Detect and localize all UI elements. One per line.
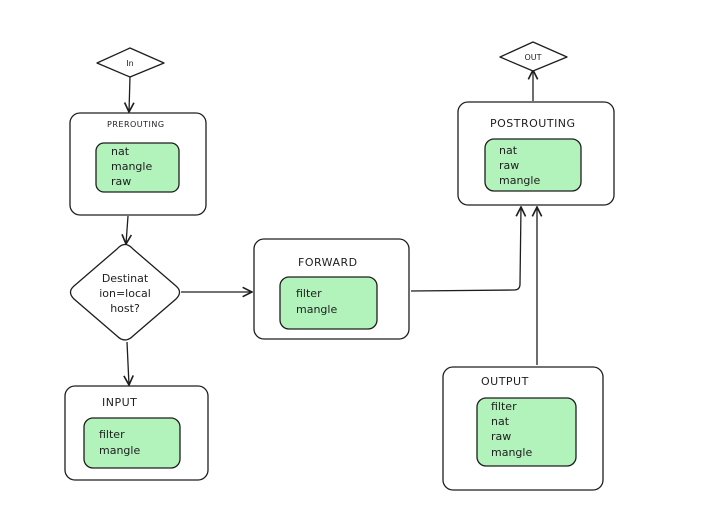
tables-box (279, 276, 378, 330)
tables-box (83, 417, 181, 469)
table-label: raw (491, 430, 511, 443)
chain-title: POSTROUTING (490, 117, 576, 130)
table-label: nat (491, 415, 510, 428)
arrow-prerouting-to-decision (126, 215, 128, 244)
decision-line-3: host? (110, 302, 140, 315)
table-label: mangle (99, 444, 140, 457)
tables-box (476, 397, 577, 467)
chain-title: FORWARD (298, 256, 358, 269)
table-label: mangle (111, 160, 152, 173)
table-label: mangle (296, 303, 337, 316)
table-label: filter (296, 287, 322, 300)
chain-forward: FORWARD filter mangle (253, 238, 410, 340)
arrow-decision-to-input (127, 341, 129, 385)
end-terminal: OUT (499, 41, 568, 72)
start-terminal-label: In (126, 59, 133, 68)
chain-title: PREROUTING (107, 120, 165, 129)
tables-box (484, 138, 582, 192)
decision-line-1: Destinat (102, 272, 149, 285)
chain-title: INPUT (102, 396, 137, 409)
table-label: mangle (499, 174, 540, 187)
arrow-forward-to-postrouting (410, 207, 521, 292)
table-label: mangle (491, 446, 532, 459)
end-terminal-shape (499, 41, 568, 72)
table-label: raw (499, 159, 519, 172)
start-terminal: In (96, 47, 165, 78)
chain-output: OUTPUT filter nat raw mangle (442, 366, 604, 491)
decision-shape (69, 243, 181, 341)
table-label: nat (111, 145, 130, 158)
end-terminal-label: OUT (524, 53, 541, 62)
tables-box (95, 142, 180, 193)
arrow-in-to-prerouting (129, 75, 130, 112)
table-label: raw (111, 175, 131, 188)
table-label: filter (491, 400, 517, 413)
chain-input: INPUT filter mangle (64, 385, 209, 481)
table-label: filter (99, 428, 125, 441)
chain-title: OUTPUT (481, 375, 529, 388)
chain-prerouting: PREROUTING nat mangle raw (69, 112, 207, 216)
decision-line-2: ion=local (99, 287, 151, 300)
connectors (126, 70, 537, 385)
chain-postrouting: POSTROUTING nat raw mangle (457, 101, 615, 206)
start-terminal-shape (96, 47, 165, 78)
destination-decision: Destinat ion=local host? (69, 243, 181, 341)
table-label: nat (499, 144, 518, 157)
